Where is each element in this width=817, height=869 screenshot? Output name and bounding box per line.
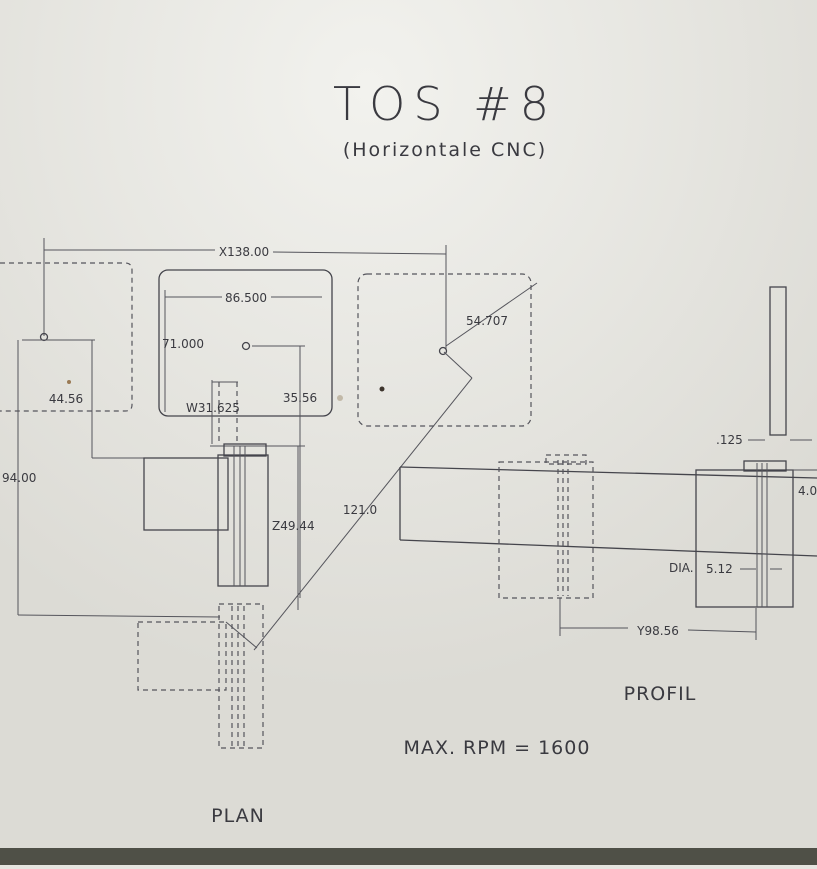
dim-height-a: 71.000 [162, 337, 204, 351]
dim-left-b: 94.00 [2, 471, 36, 485]
dim-diag-b: 121.0 [343, 503, 377, 517]
dim-y: Y98.56 [636, 624, 679, 638]
dim-left-a: 44.56 [49, 392, 83, 406]
dim-x: X138.00 [219, 245, 269, 259]
dim-thickness: .125 [716, 433, 743, 447]
profile-view: .125 4.0 DIA. 5.12 Y98.56 PROFIL [399, 286, 817, 705]
dim-dia-label: DIA. [669, 561, 694, 575]
dim-z: Z49.44 [272, 519, 315, 533]
dim-diag-a: 54.707 [466, 314, 508, 328]
plan-view: X138.00 86.500 71.000 54.707 44.56 W31.6… [0, 238, 538, 827]
dim-width-a: 86.500 [225, 291, 267, 305]
plan-label: PLAN [211, 805, 265, 827]
max-rpm-note: MAX. RPM = 1600 [404, 737, 591, 759]
center-table [158, 269, 333, 417]
center-point-a [241, 341, 251, 351]
dim-mid-a: 35.56 [283, 391, 317, 405]
ink-speck [379, 386, 385, 392]
profil-label: PROFIL [624, 683, 697, 705]
center-point-b [438, 346, 448, 356]
dim-w: W31.625 [186, 401, 240, 415]
drawing-title: TOS #8 [333, 77, 557, 131]
spindle-dashed [218, 603, 264, 749]
spindle-housing [217, 454, 269, 587]
frame-edge [0, 848, 817, 865]
workpiece-dashed [137, 621, 227, 691]
workpiece [143, 457, 229, 531]
drawing-subtitle: (Horizontale CNC) [343, 139, 547, 161]
stain-speck [337, 395, 343, 401]
left-dashed-table [0, 262, 133, 412]
stain-speck [67, 380, 71, 384]
tool-bar [769, 286, 787, 436]
dim-right-edge: 4.0 [798, 484, 817, 498]
right-dashed-table [357, 273, 532, 427]
dim-dia: 5.12 [706, 562, 733, 576]
